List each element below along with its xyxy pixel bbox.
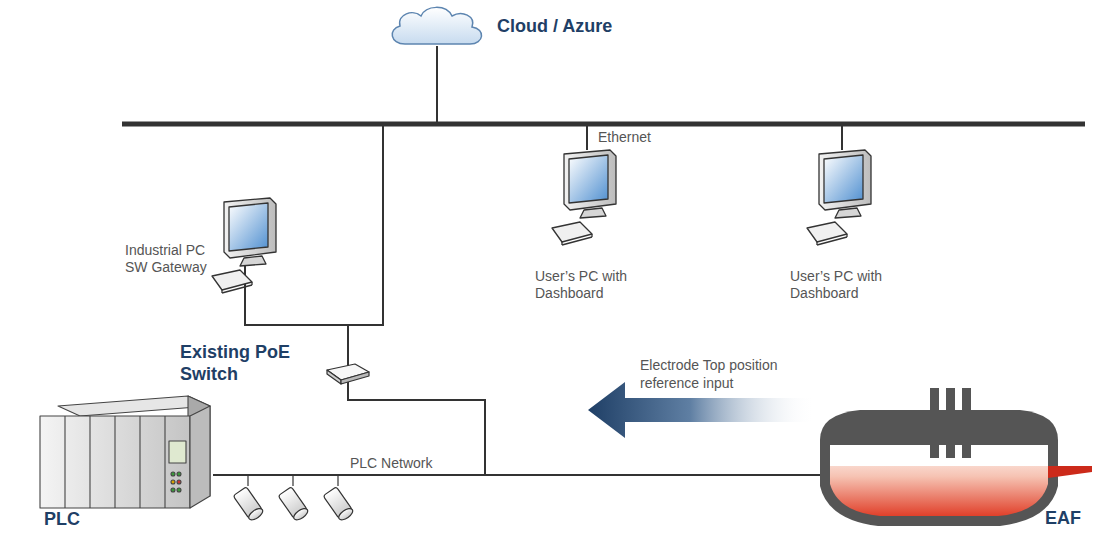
signal-label: Electrode Top position reference input <box>640 357 800 392</box>
network-cable <box>348 46 437 366</box>
pc-icon <box>550 150 620 246</box>
gateway-pc-node: Industrial PC SW Gateway <box>125 198 285 298</box>
sw-icon <box>325 362 371 386</box>
cloud-icon <box>385 4 490 49</box>
node-label: PLC <box>44 509 104 531</box>
user-pc-node: User’s PC with Dashboard <box>535 150 675 320</box>
pc-icon <box>210 198 280 294</box>
node-label: User’s PC with Dashboard <box>535 268 650 302</box>
cameras <box>233 475 354 522</box>
user-pc-node: User’s PC with Dashboard <box>790 150 930 320</box>
plc-node: PLC <box>38 396 218 534</box>
node-label: EAF <box>1045 508 1093 530</box>
node-label: Existing PoE Switch <box>180 342 310 385</box>
network-cable <box>437 46 587 150</box>
network-cable <box>437 46 842 150</box>
network-label: PLC Network <box>350 455 460 473</box>
node-label: Cloud / Azure <box>497 16 667 38</box>
network-label: Ethernet <box>598 129 678 147</box>
plc-icon <box>38 396 213 508</box>
node-label: Industrial PC SW Gateway <box>125 242 225 276</box>
eaf-icon <box>800 388 1092 528</box>
poe-switch-node: Existing PoE Switch <box>180 340 375 390</box>
eaf-node: EAF <box>800 388 1097 534</box>
cloud-node: Cloud / Azure <box>385 4 675 54</box>
pc-icon <box>805 150 875 246</box>
network-cable <box>348 382 828 475</box>
node-label: User’s PC with Dashboard <box>790 268 905 302</box>
